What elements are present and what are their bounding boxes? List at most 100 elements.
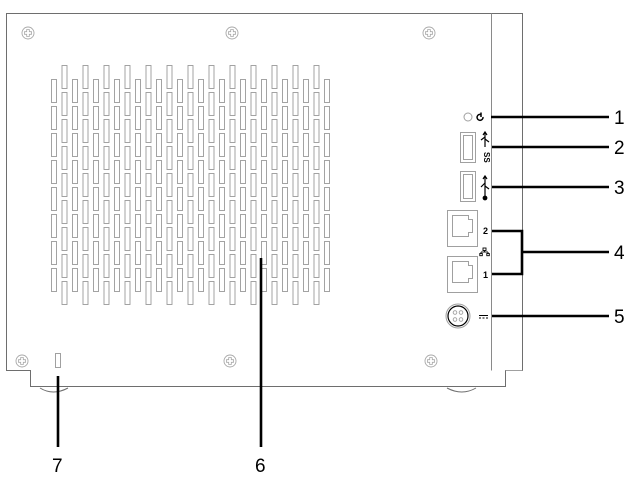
vent-slot (124, 254, 131, 278)
vent-slot (250, 146, 257, 170)
vent-slot (303, 160, 309, 184)
vent-slot (93, 268, 99, 292)
vent-slot (145, 65, 152, 89)
vent-slot (145, 119, 152, 143)
dc-symbol-icon (479, 315, 488, 319)
vent-slot (261, 187, 267, 211)
usb-2-port (460, 171, 490, 202)
vent-slot (82, 65, 89, 89)
vent-slot (156, 106, 162, 130)
vent-slot (303, 214, 309, 238)
vent-slot (72, 106, 78, 130)
vent-slot (208, 146, 215, 170)
vent-slot (166, 200, 173, 224)
vent-slot (51, 133, 57, 157)
vent-slot (229, 119, 236, 143)
vent-slot (229, 227, 236, 251)
vent-slot (229, 254, 236, 278)
vent-slot (324, 241, 330, 265)
vent-slot (324, 187, 330, 211)
vent-slot (313, 119, 320, 143)
vent-slot (93, 106, 99, 130)
vent-slot (313, 92, 320, 116)
vent-slot (51, 187, 57, 211)
vent-slot (229, 65, 236, 89)
screw-icon (21, 26, 35, 40)
vent-slot (271, 65, 278, 89)
vent-slot (103, 65, 110, 89)
vent-slot (261, 214, 267, 238)
vent-slot (177, 160, 183, 184)
vent-slot (124, 65, 131, 89)
vent-slot (219, 133, 225, 157)
vent-slot (282, 106, 288, 130)
chassis-outline (6, 13, 523, 387)
vent-slot (177, 106, 183, 130)
vent-slot (250, 173, 257, 197)
screw-icon (422, 26, 436, 40)
vent-slot (103, 173, 110, 197)
vent-slot (219, 268, 225, 292)
vent-slot (187, 119, 194, 143)
vent-slot (250, 119, 257, 143)
vent-slot (313, 227, 320, 251)
vent-slot (72, 214, 78, 238)
vent-slot (51, 241, 57, 265)
vent-slot (166, 254, 173, 278)
vent-slot (250, 254, 257, 278)
vent-slot (208, 65, 215, 89)
vent-slot (82, 92, 89, 116)
vent-slot (219, 79, 225, 103)
vent-slot (124, 146, 131, 170)
callout-label-7: 7 (52, 456, 63, 477)
vent-slot (72, 79, 78, 103)
vent-slot (303, 106, 309, 130)
vent-slot (124, 227, 131, 251)
vent-slot (313, 281, 320, 305)
vent-slot (72, 268, 78, 292)
vent-slot (124, 200, 131, 224)
vent-slot (303, 133, 309, 157)
vent-slot (166, 119, 173, 143)
vent-slot (177, 268, 183, 292)
vent-slot (103, 227, 110, 251)
vent-slot (229, 173, 236, 197)
foot-right (446, 387, 477, 393)
dc-power-input (445, 303, 488, 329)
vent-slot (282, 268, 288, 292)
vent-slot (198, 187, 204, 211)
screw-icon (15, 354, 29, 368)
power-icon (476, 112, 484, 122)
vent-slot (208, 200, 215, 224)
chassis (6, 13, 523, 393)
vent-slot (103, 92, 110, 116)
vent-slot (240, 268, 246, 292)
vent-slot (135, 79, 141, 103)
vent-slot (82, 254, 89, 278)
vent-slot (124, 119, 131, 143)
vent-slot (313, 173, 320, 197)
vent-slot (198, 214, 204, 238)
vent-slot (93, 79, 99, 103)
vent-slot (61, 119, 68, 143)
vent-slot (93, 160, 99, 184)
vent-slot (61, 254, 68, 278)
vent-slot (135, 268, 141, 292)
vent-slot (156, 160, 162, 184)
vent-slot (72, 187, 78, 211)
vent-slot (240, 160, 246, 184)
vent-slot (292, 119, 299, 143)
vent-slot (303, 268, 309, 292)
vent-slot (187, 92, 194, 116)
vent-slot (292, 281, 299, 305)
vent-slot (261, 79, 267, 103)
vent-slot (313, 254, 320, 278)
vent-slot (166, 146, 173, 170)
usb-icon (480, 174, 490, 201)
vent-slot (198, 133, 204, 157)
vent-slot (282, 133, 288, 157)
vent-slot (82, 200, 89, 224)
vent-slot (313, 146, 320, 170)
vent-slot (271, 173, 278, 197)
